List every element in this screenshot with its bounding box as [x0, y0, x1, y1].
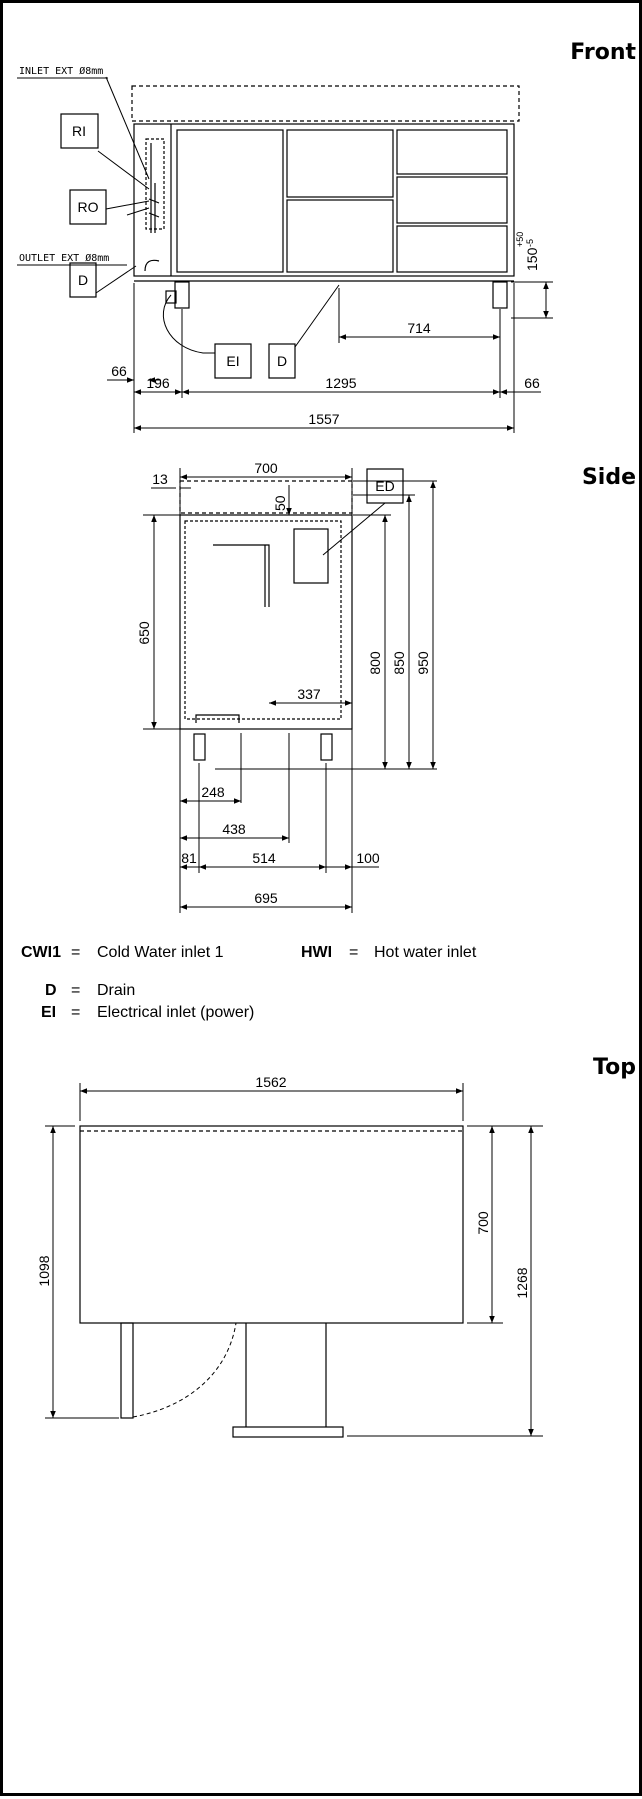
legend-eq-d: =	[71, 982, 80, 999]
drawer-right-3	[396, 225, 508, 273]
dim-h-950: 950	[415, 651, 431, 675]
dim-front-leg: 81	[181, 850, 197, 866]
cabinet-body	[133, 123, 515, 277]
dim-leg-height: 150	[524, 247, 540, 271]
dim-drain-x: 248	[201, 784, 225, 800]
door-left	[176, 129, 284, 273]
front-heading: Front	[570, 40, 636, 65]
dim-leg-span: 1295	[325, 375, 356, 391]
dim-depth-top: 700	[254, 460, 278, 476]
side-worktop-outline	[179, 480, 353, 514]
callout-ei	[214, 343, 252, 379]
legend-eq-hwi: =	[349, 944, 358, 961]
dim-rear-leg: 100	[356, 850, 380, 866]
callout-d-left-text: D	[78, 272, 88, 288]
legend-code-hwi: HWI	[301, 944, 332, 961]
dim-side-leg-span: 514	[252, 850, 276, 866]
open-door	[120, 1322, 134, 1419]
drawing-canvas: Front	[17, 40, 636, 1438]
front-leg-right	[492, 281, 508, 309]
dim-body-height: 650	[136, 621, 152, 645]
dim-h-800: 800	[367, 651, 383, 675]
top-view	[79, 1125, 464, 1438]
front-leg-left	[174, 281, 190, 309]
ed-box-shape	[293, 528, 329, 584]
dim-h-850: 850	[391, 651, 407, 675]
side-heading: Side	[582, 465, 636, 490]
inlet-label: INLET EXT Ø8mm	[19, 65, 103, 77]
dim-right-overhang: 66	[524, 375, 540, 391]
legend-desc-hwi: Hot water inlet	[374, 944, 477, 961]
legend-desc-ei: Electrical inlet (power)	[97, 1004, 254, 1021]
top-heading: Top	[593, 1055, 636, 1080]
dim-leg-offset: 66	[111, 363, 127, 379]
pulled-drawer	[232, 1426, 344, 1438]
legend-code-ei: EI	[41, 1004, 56, 1021]
dim-leg-tol-minus: -5	[525, 239, 535, 247]
legend-desc-d: Drain	[97, 982, 135, 999]
side-dimensions	[143, 468, 437, 913]
dim-top-total-depth: 1268	[514, 1267, 530, 1298]
drawer-mid-bottom	[286, 199, 394, 273]
dim-total-width: 1557	[308, 411, 339, 427]
callout-d-mid-text: D	[277, 353, 287, 369]
callout-ei-text: EI	[226, 353, 239, 369]
legend-eq-cwi1: =	[71, 944, 80, 961]
dim-top-depth: 700	[475, 1211, 491, 1235]
side-leg-rear	[320, 733, 333, 761]
dim-total-depth: 695	[254, 890, 278, 906]
front-dimensions	[107, 281, 553, 433]
drawer-right-2	[396, 176, 508, 224]
callout-ro-text: RO	[78, 199, 99, 215]
dim-top-width: 1562	[255, 1074, 286, 1090]
outlet-label: OUTLET EXT Ø8mm	[19, 252, 109, 264]
side-view	[179, 468, 404, 761]
callout-ed-text: ED	[375, 478, 394, 494]
top-body	[79, 1125, 464, 1324]
legend-desc-cwi1: Cold Water inlet 1	[97, 944, 224, 961]
callout-ro	[69, 189, 107, 225]
legend-code-d: D	[45, 982, 57, 999]
dim-offset-13: 13	[152, 471, 168, 487]
dim-offset-50: 50	[272, 495, 288, 511]
callout-ri-text: RI	[72, 123, 86, 139]
drawer-right-1	[396, 129, 508, 175]
front-view	[17, 76, 520, 379]
callout-d-left	[69, 262, 97, 298]
drawer-mid-top	[286, 129, 394, 198]
dim-to-ed: 337	[297, 686, 321, 702]
legend-eq-ei: =	[71, 1004, 80, 1021]
dim-drain-to-leg: 714	[407, 320, 431, 336]
worktop-outline	[131, 85, 520, 122]
dim-left-to-leg: 196	[146, 375, 170, 391]
callout-ri	[60, 113, 99, 149]
dim-drain2-x: 438	[222, 821, 246, 837]
dim-open-depth: 1098	[36, 1255, 52, 1286]
top-dimensions	[45, 1083, 543, 1437]
side-body	[179, 514, 353, 730]
dim-leg-tol-plus: +50	[515, 232, 525, 247]
legend: CWI1 = Cold Water inlet 1 HWI = Hot wate…	[21, 944, 477, 1021]
side-leg-front	[193, 733, 206, 761]
legend-code-cwi1: CWI1	[21, 944, 61, 961]
callout-d-mid	[268, 343, 296, 379]
